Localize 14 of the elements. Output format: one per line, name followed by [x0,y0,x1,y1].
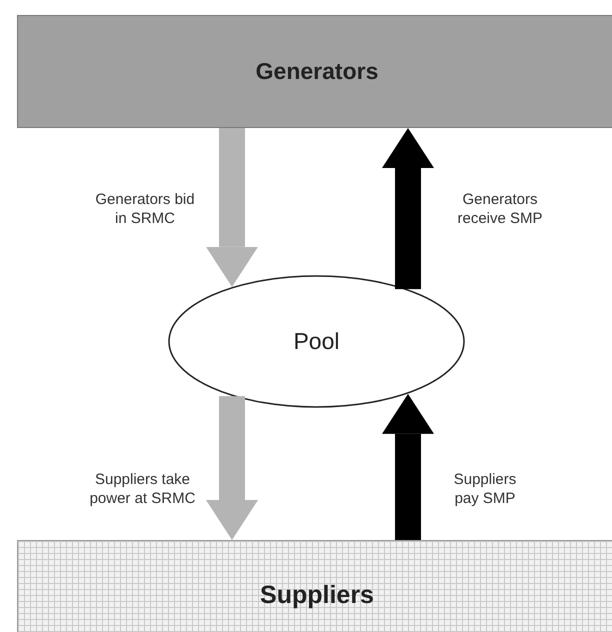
node-label: Generators [256,58,378,85]
edge-label: Suppliers pay SMP [452,470,518,508]
block-arrow [382,394,434,540]
block-arrow [206,396,258,540]
process-box [17,15,612,128]
block-arrow [382,128,434,290]
pool-ellipse [168,275,465,408]
edge-label: Generators receive SMP [456,190,544,228]
node-label: Pool [293,328,340,355]
node-label: Suppliers [260,581,374,610]
block-arrow [206,128,258,287]
edge-label: Generators bid in SRMC [95,190,195,228]
process-box [17,540,612,632]
edge-label: Suppliers take power at SRMC [88,470,196,508]
